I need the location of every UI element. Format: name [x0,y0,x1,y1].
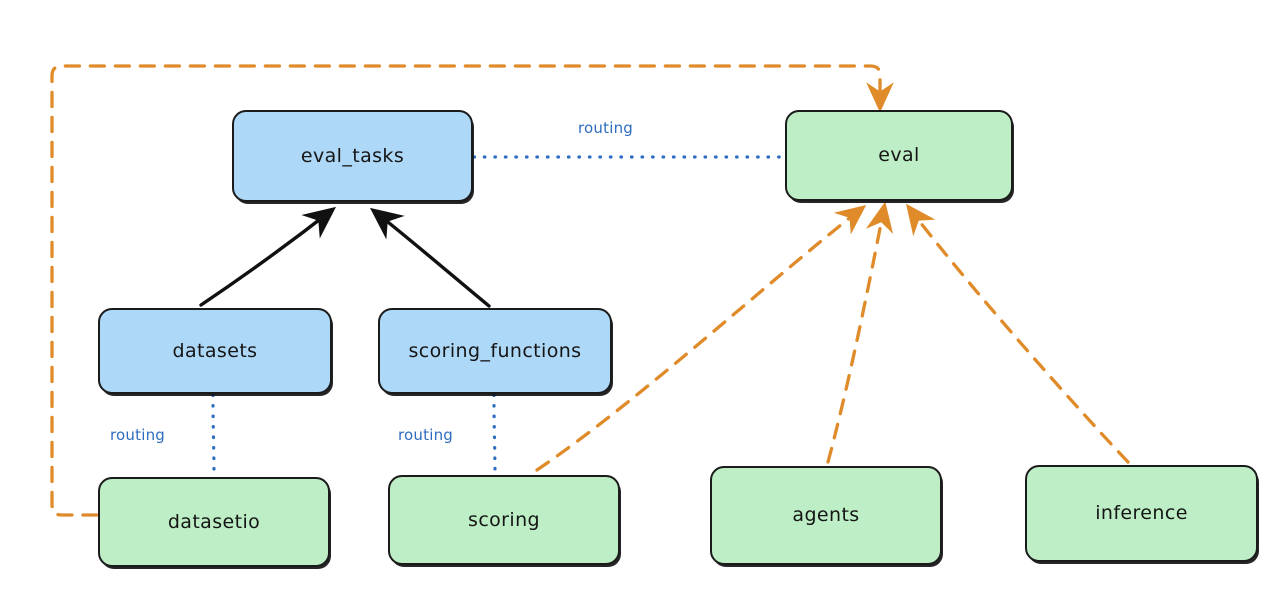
node-scoring[interactable]: scoring [388,475,620,565]
edge-label-routing-eval-tasks-eval: routing [578,119,633,137]
node-datasetio[interactable]: datasetio [98,477,330,567]
edge-agents-eval [826,201,894,464]
edge-label-routing-scoring-functions-scoring: routing [398,426,453,444]
edge-datasets-eval-tasks [199,206,337,307]
node-inference-label: inference [1095,502,1188,525]
node-eval[interactable]: eval [785,110,1013,201]
node-eval-tasks[interactable]: eval_tasks [232,110,473,202]
edge-routing-datasets-datasetio [211,393,216,479]
node-scoring-label: scoring [468,508,540,531]
node-datasets-label: datasets [172,339,258,362]
edge-routing-scoring-functions-scoring [492,393,497,477]
edge-inference-eval [906,203,1130,464]
node-scoring-functions-label: scoring_functions [408,339,582,362]
node-scoring-functions[interactable]: scoring_functions [378,308,612,394]
node-agents-label: agents [792,504,860,527]
node-eval-label: eval [878,144,920,167]
node-datasetio-label: datasetio [167,510,261,533]
node-agents[interactable]: agents [710,466,942,565]
edge-scoring-functions-eval-tasks [369,207,491,308]
node-eval-tasks-label: eval_tasks [300,144,405,167]
node-datasets[interactable]: datasets [98,308,332,394]
edge-label-routing-datasets-datasetio: routing [110,426,165,444]
node-inference[interactable]: inference [1025,465,1258,562]
